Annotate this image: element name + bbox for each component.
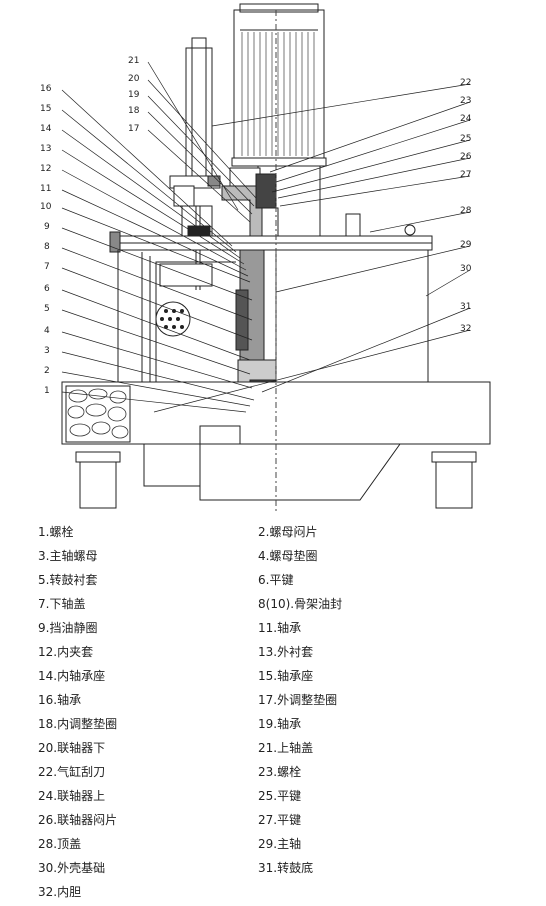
callout-17: 17 <box>128 124 139 134</box>
legend-item: 27.平键 <box>258 813 302 827</box>
callout-9: 9 <box>44 222 50 232</box>
motor-cap <box>239 3 319 13</box>
callout-7: 7 <box>44 262 50 272</box>
legend-item: 18.内调整垫圈 <box>38 717 118 731</box>
legend-item: 6.平键 <box>258 573 294 587</box>
callout-20: 20 <box>128 74 140 84</box>
callout-16: 16 <box>40 84 52 94</box>
legend-item: 4.螺母垫圈 <box>258 549 318 563</box>
callout-5: 5 <box>44 304 50 314</box>
callout-11: 11 <box>40 184 51 194</box>
motor-flange <box>231 157 327 167</box>
callout-27: 27 <box>460 170 471 180</box>
callout-13: 13 <box>40 144 51 154</box>
callout-6: 6 <box>44 284 50 294</box>
legend-item: 23.螺栓 <box>258 765 302 779</box>
legend-item: 5.转鼓衬套 <box>38 573 98 587</box>
motor-body <box>233 9 325 161</box>
callout-8: 8 <box>44 242 50 252</box>
callout-32: 32 <box>460 324 471 334</box>
callout-2: 2 <box>44 366 50 376</box>
callout-18: 18 <box>128 106 140 116</box>
legend-item: 30.外壳基础 <box>38 861 106 875</box>
legend-item: 2.螺母闷片 <box>258 525 318 539</box>
legend-item: 20.联轴器下 <box>38 741 106 755</box>
legend-item: 21.上轴盖 <box>258 741 314 755</box>
callout-1: 1 <box>44 386 50 396</box>
legend-item: 12.内夹套 <box>38 645 94 659</box>
legend-item: 22.气缸刮刀 <box>38 765 106 779</box>
centrifuge-drawing: 1 2 3 4 5 6 7 8 9 10 11 12 13 14 15 16 1… <box>40 3 491 512</box>
legend-item: 3.主轴螺母 <box>38 549 98 563</box>
callout-26: 26 <box>460 152 472 162</box>
callout-22: 22 <box>460 78 471 88</box>
callout-31: 31 <box>460 302 471 312</box>
legend-item: 28.顶盖 <box>38 837 82 851</box>
callout-12: 12 <box>40 164 51 174</box>
legend-item: 24.联轴器上 <box>38 789 106 803</box>
legend-item: 19.轴承 <box>258 717 302 731</box>
legend-item: 26.联轴器闷片 <box>38 813 118 827</box>
callout-numbers: 1 2 3 4 5 6 7 8 9 10 11 12 13 14 15 16 1… <box>40 56 472 396</box>
legend-item: 29.主轴 <box>258 837 302 851</box>
legend-item: 31.转鼓底 <box>258 861 314 875</box>
parts-legend: 1.螺栓 2.螺母闷片 3.主轴螺母 4.螺母垫圈 5.转鼓衬套 6.平键 7.… <box>0 520 546 906</box>
callout-10: 10 <box>40 202 52 212</box>
legend-item: 8(10).骨架油封 <box>258 597 343 611</box>
legend-item: 9.挡油静圈 <box>38 621 98 635</box>
cylinder-body <box>185 47 213 177</box>
callout-24: 24 <box>460 114 472 124</box>
callout-3: 3 <box>44 346 50 356</box>
legend-item: 17.外调整垫圈 <box>258 693 338 707</box>
legend-item: 32.内胆 <box>38 885 82 899</box>
callout-29: 29 <box>460 240 472 250</box>
stone-foundation <box>65 385 131 443</box>
legend-item: 16.轴承 <box>38 693 82 707</box>
callout-15: 15 <box>40 104 51 114</box>
legend-item: 7.下轴盖 <box>38 597 86 611</box>
callout-19: 19 <box>128 90 140 100</box>
callout-4: 4 <box>44 326 50 336</box>
legend-item: 13.外衬套 <box>258 645 314 659</box>
callout-21: 21 <box>128 56 139 66</box>
callout-30: 30 <box>460 264 472 274</box>
leader-lines <box>61 61 471 413</box>
callout-23: 23 <box>460 96 471 106</box>
legend-item: 14.内轴承座 <box>38 669 106 683</box>
callout-28: 28 <box>460 206 472 216</box>
legend-item: 1.螺栓 <box>38 525 74 539</box>
callout-25: 25 <box>460 134 471 144</box>
legend-item: 15.轴承座 <box>258 669 314 683</box>
legend-item: 11.轴承 <box>258 621 302 635</box>
legend-item: 25.平键 <box>258 789 302 803</box>
callout-14: 14 <box>40 124 52 134</box>
